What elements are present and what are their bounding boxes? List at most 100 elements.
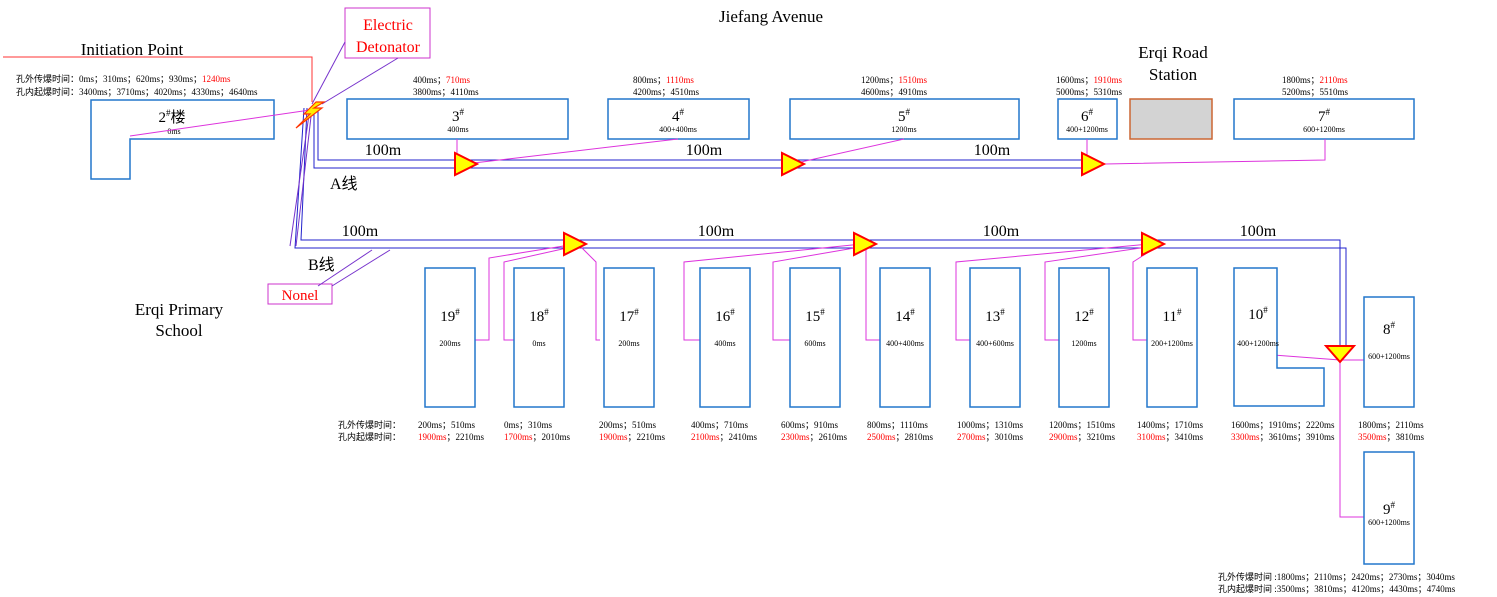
building-5-box xyxy=(789,98,1020,140)
building-19-time1: 200ms；510ms xyxy=(418,420,476,430)
building-17-delay: 200ms xyxy=(618,339,639,348)
building-7: 7# 600+1200ms 1800ms；2110ms 5200ms；5510m… xyxy=(1233,75,1415,140)
bottom-buildings: 19# 200ms 200ms；510ms 1900ms；2210ms 18# 0ms 0m… xyxy=(418,267,1204,442)
building-13-label: 13# xyxy=(985,307,1005,325)
building-19-box xyxy=(424,267,476,408)
building-16-time1: 400ms；710ms xyxy=(691,420,749,430)
building-10-delay: 400+1200ms xyxy=(1237,339,1279,348)
building-17-box xyxy=(603,267,655,408)
building-8-time1: 1800ms；2110ms xyxy=(1358,420,1424,430)
line-b-distance-4: 100m xyxy=(1240,223,1277,240)
building-9-legend-row1: 孔外传爆时间 :1800ms；2110ms；2420ms；2730ms；3040… xyxy=(1218,571,1455,582)
line-a-distance-3: 100m xyxy=(974,142,1011,159)
building-3-label: 3# xyxy=(452,107,465,125)
building-15: 15# 600ms 600ms；910ms 2300ms；2610ms xyxy=(781,267,848,442)
building-6: 6# 400+1200ms 1600ms；1910ms 5000ms；5310m… xyxy=(1056,75,1123,140)
building-15-time2: 2300ms；2610ms xyxy=(781,432,848,442)
building-19: 19# 200ms 200ms；510ms 1900ms；2210ms xyxy=(418,267,485,442)
building-10: 10# 400+1200ms 1600ms；1910ms；2220ms 3300… xyxy=(1231,267,1335,442)
building-18-time2: 1700ms；2010ms xyxy=(504,432,571,442)
line-b-label: B线 xyxy=(308,256,335,274)
building-9: 9# 600+1200ms xyxy=(1363,451,1415,565)
building-19-delay: 200ms xyxy=(439,339,460,348)
building-8-time2: 3500ms；3810ms xyxy=(1358,432,1425,442)
building-4-time2: 4200ms；4510ms xyxy=(633,87,700,97)
lead-wire xyxy=(3,56,313,102)
detonator-pointer-2 xyxy=(321,57,399,105)
building-17-label: 17# xyxy=(619,307,639,325)
building-12-time1: 1200ms；1510ms xyxy=(1049,420,1116,430)
building-6-delay: 400+1200ms xyxy=(1066,125,1108,134)
line-a-distance-2: 100m xyxy=(686,142,723,159)
line-b-detonator-4 xyxy=(1323,345,1357,364)
initiation-point-title: Initiation Point xyxy=(81,40,184,59)
line-b-distance-3: 100m xyxy=(983,223,1020,240)
building-19-time2: 1900ms；2210ms xyxy=(418,432,485,442)
school-title-line2: School xyxy=(155,321,203,340)
building-3-delay: 400ms xyxy=(447,125,468,134)
nonel-pointer-2 xyxy=(317,249,373,287)
building-9-delay: 600+1200ms xyxy=(1368,518,1410,527)
building-4: 4# 400+400ms 800ms；1110ms 4200ms；4510ms xyxy=(607,75,750,140)
nonel-pointer xyxy=(331,249,391,287)
building-13-box xyxy=(969,267,1021,408)
building-8-delay: 600+1200ms xyxy=(1368,352,1410,361)
building-14-time1: 800ms；1110ms xyxy=(867,420,928,430)
building-17-time1: 200ms；510ms xyxy=(599,420,657,430)
station-title-line2: Station xyxy=(1149,65,1198,84)
building-7-time2: 5200ms；5510ms xyxy=(1282,87,1349,97)
building-16-time2: 2100ms；2410ms xyxy=(691,432,758,442)
detonator-fan xyxy=(289,107,313,247)
building-2-label: 2#楼 xyxy=(158,108,185,126)
building-9-label: 9# xyxy=(1383,500,1396,518)
building-16-box xyxy=(699,267,751,408)
building-18-label: 18# xyxy=(529,307,549,325)
building-15-delay: 600ms xyxy=(804,339,825,348)
building-4-box xyxy=(607,98,750,140)
building-11-time1: 1400ms；1710ms xyxy=(1137,420,1204,430)
nonel-callout-box xyxy=(267,283,333,305)
building-19-label: 19# xyxy=(440,307,460,325)
building-6-label: 6# xyxy=(1081,107,1094,125)
building-12-time2: 2900ms；3210ms xyxy=(1049,432,1116,442)
line-a-detonator-3 xyxy=(1081,152,1105,176)
building-11-time2: 3100ms；3410ms xyxy=(1137,432,1204,442)
building-18-delay: 0ms xyxy=(532,339,545,348)
line-b-distance-1: 100m xyxy=(342,223,379,240)
detonator-callout-line1: Electric xyxy=(363,17,413,34)
building-18-time1: 0ms；310ms xyxy=(504,420,553,430)
building-3-time1: 400ms；710ms xyxy=(413,75,471,85)
building-12-delay: 1200ms xyxy=(1071,339,1096,348)
building-17-time2: 1900ms；2210ms xyxy=(599,432,666,442)
building-9-box xyxy=(1363,451,1415,565)
line-b-detonator-1 xyxy=(563,232,587,256)
street-title: Jiefang Avenue xyxy=(719,7,823,26)
bottom-legend-row2: 孔内起爆时间： xyxy=(338,431,401,442)
bottom-connections xyxy=(475,243,1364,518)
building-13-delay: 400+600ms xyxy=(976,339,1014,348)
building-15-label: 15# xyxy=(805,307,825,325)
building-12-box xyxy=(1058,267,1110,408)
building-5-time2: 4600ms；4910ms xyxy=(861,87,928,97)
building-11-box xyxy=(1146,267,1198,408)
building-5: 5# 1200ms 1200ms；1510ms 4600ms；4910ms xyxy=(789,75,1020,140)
station-title-line1: Erqi Road xyxy=(1138,43,1208,62)
building-3-box xyxy=(346,98,569,140)
building-16-label: 16# xyxy=(715,307,735,325)
building-4-delay: 400+400ms xyxy=(659,125,697,134)
line-a xyxy=(313,108,1092,169)
station-block xyxy=(1129,98,1213,140)
nonel-callout: Nonel xyxy=(282,288,319,304)
line-a-detonator-1 xyxy=(454,152,478,176)
building-4-time1: 800ms；1110ms xyxy=(633,75,694,85)
building-5-time1: 1200ms；1510ms xyxy=(861,75,928,85)
building-15-time1: 600ms；910ms xyxy=(781,420,839,430)
building-10-time1: 1600ms；1910ms；2220ms xyxy=(1231,420,1335,430)
line-a-distance-1: 100m xyxy=(365,142,402,159)
building-7-delay: 600+1200ms xyxy=(1303,125,1345,134)
